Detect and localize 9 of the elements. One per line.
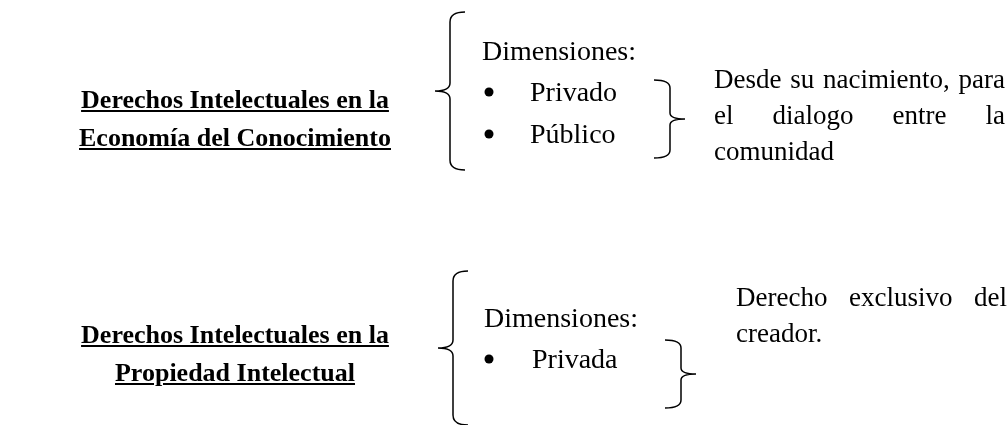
list-item: Público bbox=[530, 117, 616, 151]
list-item: Privado bbox=[530, 75, 618, 109]
description-text: Derecho exclusivo del creador. bbox=[736, 281, 1007, 350]
list-item: Privada bbox=[532, 342, 618, 376]
dimension-heading: Dimensiones: bbox=[482, 34, 636, 68]
heading: Derechos Intelectuales en la Propiedad Intelectual bbox=[80, 319, 390, 389]
heading: Derechos Intelectuales en la Economía del Conocimiento bbox=[78, 84, 392, 154]
description-text: Desde su nacimiento, para el dialogo entre la comunidad bbox=[714, 63, 1005, 168]
dimension-heading: Dimensiones: bbox=[484, 301, 638, 335]
